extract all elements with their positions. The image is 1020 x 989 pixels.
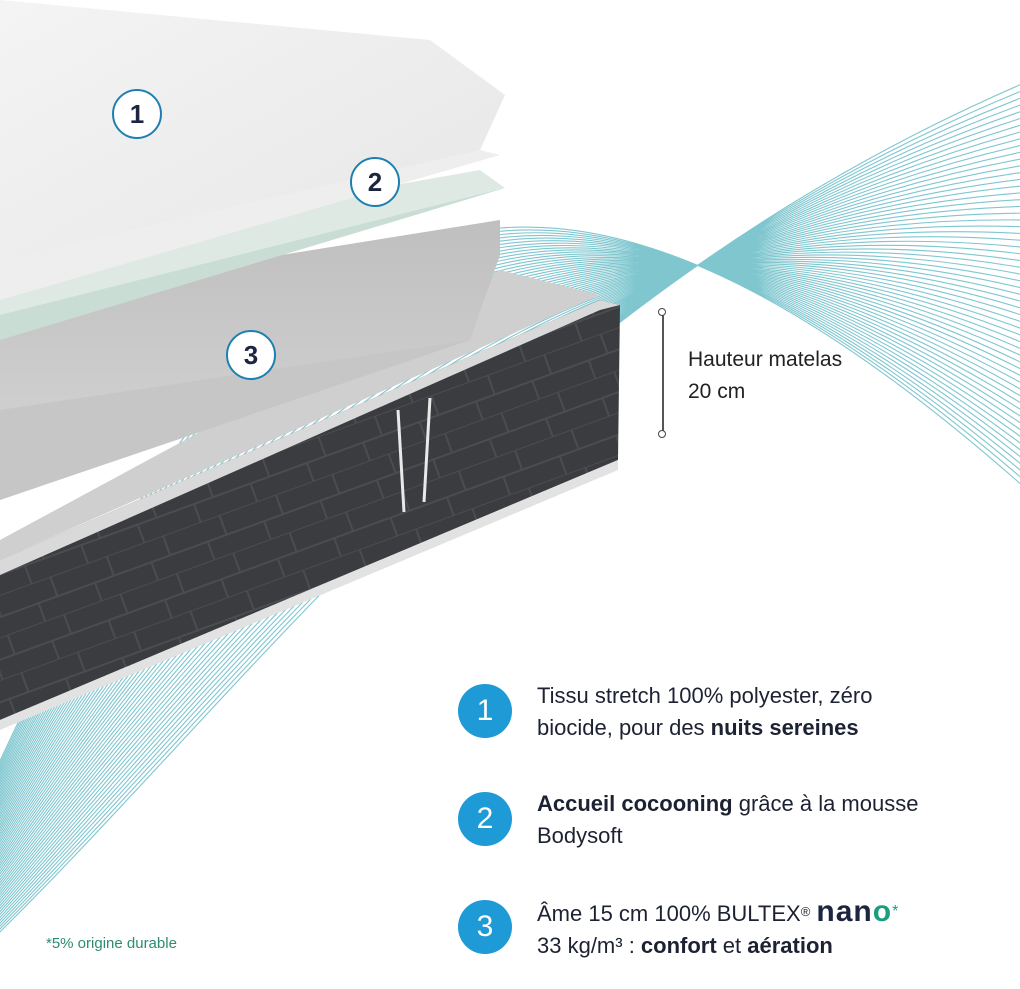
feature-item-3: 3 Âme 15 cm 100% BULTEX® nano* 33 kg/m³ …: [458, 896, 898, 962]
feature-description: Âme 15 cm 100% BULTEX® nano* 33 kg/m³ : …: [537, 895, 899, 959]
layer-badge-2: 2: [350, 157, 400, 207]
bultex-nano-logo: nano: [816, 895, 893, 928]
height-top-marker-icon: [658, 308, 666, 316]
feature-description: Tissu stretch 100% polyester, zéro bioci…: [537, 683, 873, 740]
feature-description: Accueil cocooning grâce à la mousse Body…: [537, 791, 919, 848]
feature-item-2: 2 Accueil cocooning grâce à la mousse Bo…: [458, 788, 918, 852]
height-dimension-line: [662, 312, 664, 434]
handle-strap: [396, 397, 432, 513]
height-bottom-marker-icon: [658, 430, 666, 438]
feature-number-badge: 2: [458, 792, 512, 846]
layer-2-comfort: [0, 170, 505, 340]
footnote-sustainable-origin: *5% origine durable: [46, 935, 177, 952]
feature-item-1: 1 Tissu stretch 100% polyester, zéro bio…: [458, 680, 872, 744]
layer-badge-3: 3: [226, 330, 276, 380]
feature-number-badge: 3: [458, 900, 512, 954]
layer-badge-1: 1: [112, 89, 162, 139]
feature-number-badge: 1: [458, 684, 512, 738]
mattress-height-label: Hauteur matelas 20 cm: [688, 348, 843, 403]
